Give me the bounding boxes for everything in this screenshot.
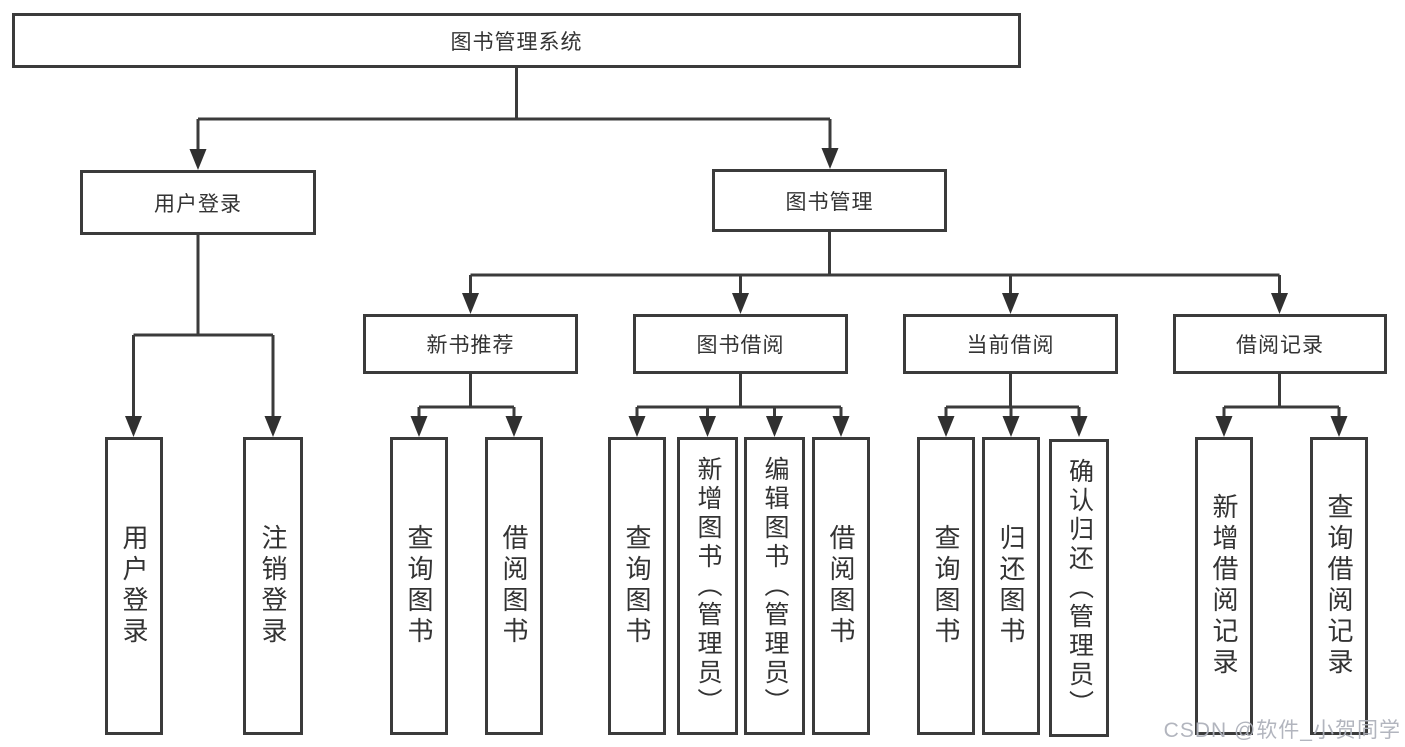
leaf-borrow-books-borrowing-label: 借阅图书 <box>826 524 856 648</box>
leaf-query-borrow-record-label: 查询借阅记录 <box>1324 493 1354 679</box>
node-root-label: 图书管理系统 <box>450 30 583 54</box>
leaf-logout: 注销登录 <box>243 437 303 735</box>
node-current-borrowing-label: 当前借阅 <box>966 334 1055 357</box>
leaf-confirm-return-admin: 确认归还（管理员） <box>1049 439 1109 737</box>
leaf-edit-book-admin-label: 编辑图书（管理员） <box>761 455 789 717</box>
leaf-user-login-label: 用户登录 <box>119 524 149 648</box>
leaf-add-borrow-record: 新增借阅记录 <box>1195 437 1253 735</box>
leaf-query-books-current: 查询图书 <box>917 437 975 735</box>
leaf-query-books-recommend-label: 查询图书 <box>404 524 434 648</box>
leaf-query-borrow-record: 查询借阅记录 <box>1310 437 1368 735</box>
leaf-add-borrow-record-label: 新增借阅记录 <box>1209 493 1239 679</box>
node-new-book-recommend-label: 新书推荐 <box>426 334 515 357</box>
leaf-edit-book-admin: 编辑图书（管理员） <box>744 437 805 735</box>
watermark-text: CSDN @软件_小贺同学 <box>1163 719 1401 742</box>
node-book-borrowing-label: 图书借阅 <box>696 334 785 357</box>
node-root: 图书管理系统 <box>12 13 1021 68</box>
leaf-query-books-borrowing-label: 查询图书 <box>622 524 652 648</box>
leaf-add-book-admin-label: 新增图书（管理员） <box>694 455 722 717</box>
leaf-confirm-return-admin-label: 确认归还（管理员） <box>1065 457 1094 719</box>
node-book-management-label: 图书管理 <box>785 190 874 214</box>
leaf-query-books-recommend: 查询图书 <box>390 437 448 735</box>
node-borrowing-records-label: 借阅记录 <box>1236 334 1324 357</box>
leaf-user-login: 用户登录 <box>105 437 163 735</box>
leaf-borrow-books-recommend: 借阅图书 <box>485 437 543 735</box>
node-borrowing-records: 借阅记录 <box>1173 314 1387 374</box>
node-new-book-recommend: 新书推荐 <box>363 314 578 374</box>
leaf-return-books: 归还图书 <box>982 437 1040 735</box>
leaf-borrow-books-recommend-label: 借阅图书 <box>499 524 529 648</box>
node-current-borrowing: 当前借阅 <box>903 314 1118 374</box>
leaf-query-books-current-label: 查询图书 <box>931 524 961 648</box>
leaf-add-book-admin: 新增图书（管理员） <box>677 437 738 735</box>
node-user-login: 用户登录 <box>80 170 316 235</box>
leaf-return-books-label: 归还图书 <box>996 524 1026 648</box>
node-book-borrowing: 图书借阅 <box>633 314 848 374</box>
node-book-management: 图书管理 <box>712 169 947 232</box>
node-user-login-label: 用户登录 <box>154 192 242 216</box>
leaf-logout-label: 注销登录 <box>258 524 288 648</box>
leaf-query-books-borrowing: 查询图书 <box>608 437 666 735</box>
leaf-borrow-books-borrowing: 借阅图书 <box>812 437 870 735</box>
